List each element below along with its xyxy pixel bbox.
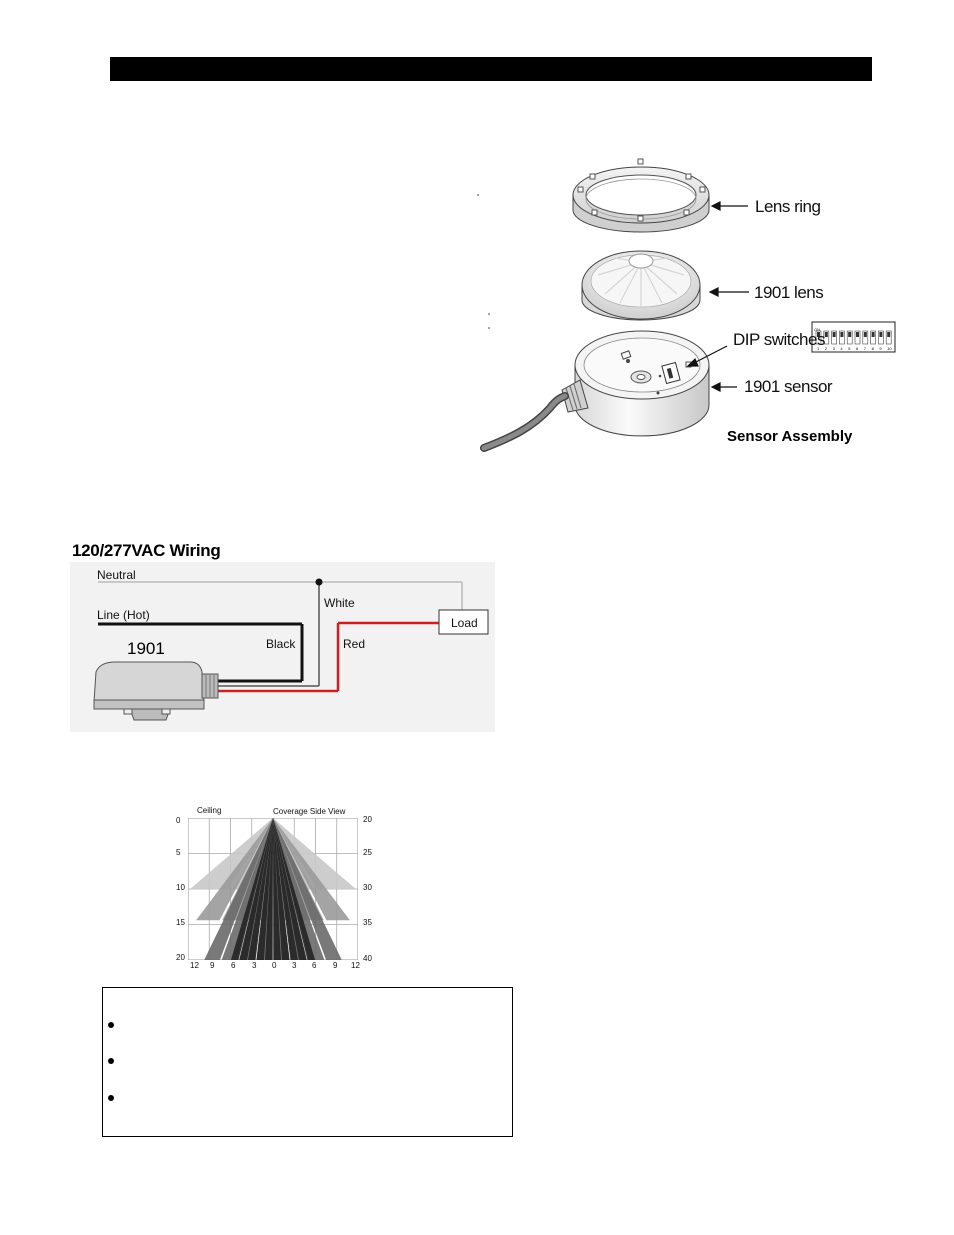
right-tick: 30 (363, 883, 372, 892)
coverage-beam (256, 818, 273, 960)
coverage-beam (273, 818, 282, 960)
dip-switch-number: 1 (817, 346, 820, 351)
right-tick: 25 (363, 848, 372, 857)
dip-switch-number: 8 (872, 346, 875, 351)
coverage-title: Coverage Side View (273, 807, 346, 816)
sensor-body-part (480, 330, 710, 452)
model-label: 1901 (127, 639, 165, 658)
dip-switch-number: 7 (864, 346, 867, 351)
dip-switch-number: 2 (825, 346, 828, 351)
right-tick: 20 (363, 815, 372, 824)
sensor-fixture-drawing (93, 661, 219, 721)
lens-ring-label: Lens ring (755, 197, 821, 216)
dip-switch-knob (848, 332, 852, 337)
bottom-tick: 9 (210, 961, 215, 970)
coverage-beam (190, 818, 273, 889)
sensor-label: 1901 sensor (744, 377, 833, 396)
bullet-marker (108, 1058, 114, 1064)
dip-switch-number: 10 (887, 346, 892, 351)
dip-switch-knob (856, 332, 859, 337)
left-tick: 15 (176, 918, 185, 927)
dip-switch-knob (887, 332, 891, 337)
dip-switch-knob (817, 332, 820, 337)
bullet-marker (108, 1095, 114, 1101)
dip-switch (885, 330, 892, 345)
dip-switch (854, 330, 861, 345)
bottom-tick: 0 (272, 961, 277, 970)
bottom-tick: 6 (231, 961, 236, 970)
dip-switch (878, 330, 884, 345)
dip-switch-knob (824, 332, 828, 337)
bottom-tick: 3 (252, 961, 257, 970)
bottom-tick: 6 (312, 961, 317, 970)
dip-switch-number: 5 (848, 346, 851, 351)
left-tick: 0 (176, 816, 181, 825)
dip-switch-number: 4 (840, 346, 843, 351)
black-wire-label: Black (266, 637, 296, 651)
bottom-tick: 3 (292, 961, 297, 970)
line-hot-label: Line (Hot) (97, 608, 150, 622)
lens-label: 1901 lens (754, 283, 824, 302)
dip-switch-knob (863, 332, 867, 337)
dip-switches-label: DIP switches (733, 330, 825, 349)
dip-switch-number: 6 (856, 346, 859, 351)
red-wire-label: Red (343, 637, 366, 651)
right-tick: 40 (363, 954, 372, 963)
wiring-diagram (70, 562, 495, 732)
coverage-beam (273, 818, 342, 960)
wiring-title: 120/277VAC Wiring (72, 541, 221, 560)
left-tick: 5 (176, 848, 181, 857)
dip-switch-knob (871, 332, 875, 337)
coverage-beam (264, 818, 273, 960)
bottom-tick: 12 (351, 961, 360, 970)
dip-switch-knob (832, 332, 836, 337)
coverage-beam (273, 818, 290, 960)
dip-switch-knob (840, 332, 844, 337)
dip-switch-number: 3 (833, 346, 836, 351)
sensor-assembly-caption: Sensor Assembly (727, 428, 853, 445)
dip-switch (831, 330, 837, 345)
load-label: Load (451, 616, 478, 630)
coverage-beam (273, 818, 356, 889)
dip-switch-knob (879, 332, 883, 337)
left-tick: 20 (176, 953, 185, 962)
neutral-label: Neutral (97, 568, 136, 582)
ceiling-label: Ceiling (197, 806, 222, 815)
right-tick: 35 (363, 918, 372, 927)
dip-switch-number: 9 (879, 346, 882, 351)
left-tick: 10 (176, 883, 185, 892)
lens-ring-part (572, 158, 710, 233)
dip-switch (815, 330, 822, 345)
coverage-side-view (188, 818, 358, 960)
dip-switch (846, 330, 853, 345)
bullet-marker (108, 1022, 114, 1028)
dip-switch (839, 330, 845, 345)
bottom-tick: 12 (190, 961, 199, 970)
bottom-tick: 9 (333, 961, 338, 970)
section-header-bar (110, 57, 872, 81)
white-wire-label: White (324, 596, 355, 610)
svg-text:ON: ON (814, 327, 820, 332)
notes-box (102, 987, 513, 1137)
lens-part (581, 250, 701, 321)
dip-switch (823, 330, 830, 345)
dip-switch (862, 330, 869, 345)
load-box (438, 609, 489, 635)
dip-switch (870, 330, 876, 345)
